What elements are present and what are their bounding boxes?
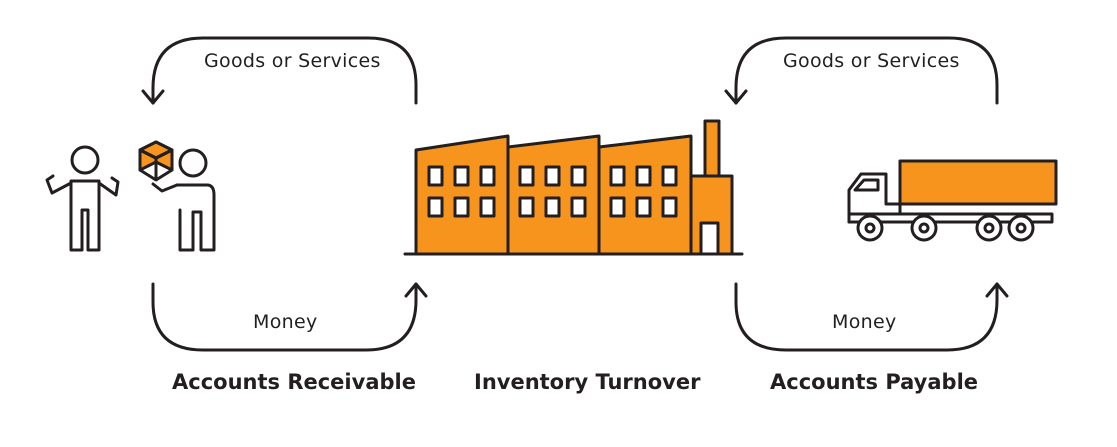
- left-goods-arrow: [151, 36, 418, 105]
- factory-icon: [403, 119, 744, 256]
- inventory-turnover-label: Inventory Turnover: [474, 370, 701, 394]
- right-goods-label: Goods or Services: [783, 50, 960, 72]
- seller-icon: [151, 148, 216, 252]
- right-money-arrowhead: [985, 282, 1009, 298]
- left-money-arrow: [151, 282, 418, 352]
- right-money-label: Money: [832, 311, 897, 333]
- accounts-receivable-label: Accounts Receivable: [172, 370, 416, 394]
- left-goods-label: Goods or Services: [204, 50, 381, 72]
- customer-icon: [45, 145, 120, 252]
- right-goods-arrowhead: [724, 89, 748, 105]
- left-money-label: Money: [253, 311, 318, 333]
- right-goods-arrow: [734, 36, 999, 105]
- left-goods-arrowhead: [141, 89, 165, 105]
- right-money-arrow: [734, 282, 999, 352]
- left-money-arrowhead: [404, 282, 428, 298]
- truck-icon: [847, 159, 1058, 242]
- box-icon: [138, 140, 174, 182]
- accounts-payable-label: Accounts Payable: [770, 370, 979, 394]
